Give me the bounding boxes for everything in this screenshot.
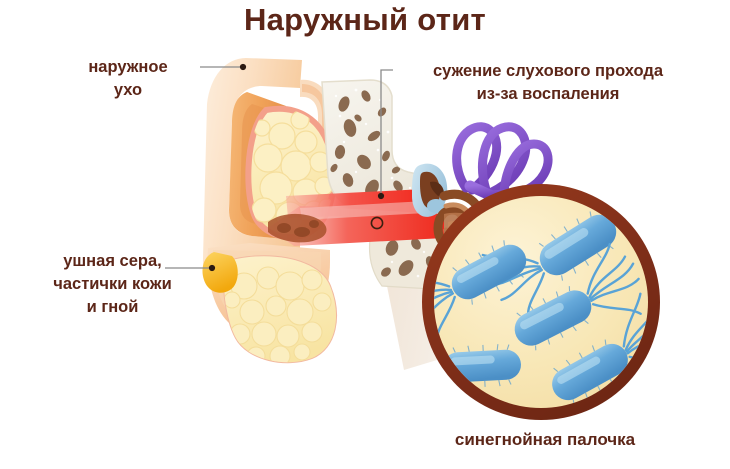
bone-speckles [330,88,428,203]
lobe-fat-bubbles [223,256,336,363]
eardrum-and-ossicles [412,163,448,217]
magnifier [422,184,660,420]
bacterium [514,243,642,351]
lobe-cartilage [222,255,337,364]
bacteria-group [434,211,648,405]
pus-debris [268,213,327,243]
earwax-deposit [202,252,238,293]
label-earwax-debris-pus: ушная сера, частички кожи и гной [53,252,172,316]
page-title: Наружный отит [243,2,487,37]
label-outer-ear: наружное ухо [88,58,168,99]
zoom-marker-icon [370,216,384,230]
label-canal-narrowing: сужение слухового прохода из-за воспален… [432,62,664,103]
label-pseudomonas-aeruginosa: синегнойная палочка [454,430,636,449]
bacterium [552,292,648,405]
leader-dot-wax [208,264,216,272]
leader-line-narrowing [380,69,393,193]
leader-dot-outer-ear [239,63,247,71]
leader-dot-narrowing [377,192,385,200]
leader-lines [165,63,393,272]
